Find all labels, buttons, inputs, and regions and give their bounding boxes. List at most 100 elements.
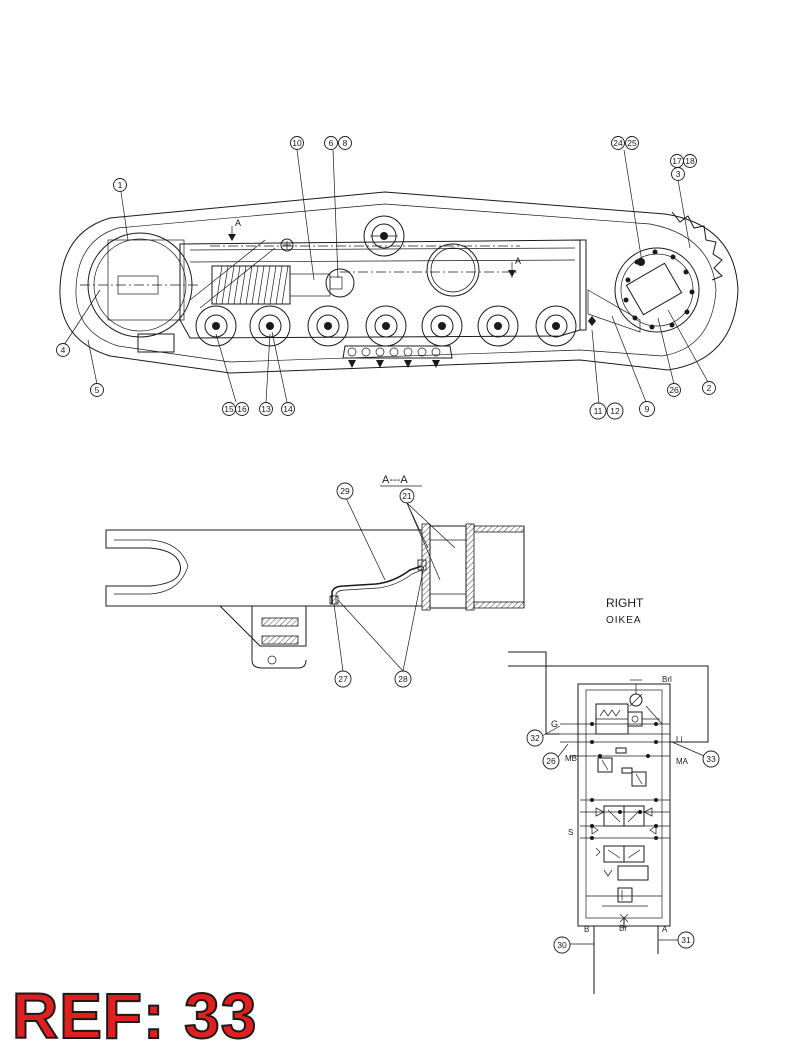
track-frame-view: A A: [59, 191, 739, 374]
callout-29: 29: [336, 482, 354, 500]
side-label: RIGHT: [606, 596, 644, 610]
callout-13: 13: [259, 402, 273, 416]
port-label-s: S: [568, 828, 573, 837]
callout-25: 25: [625, 136, 639, 150]
port-label-ma: MA: [676, 757, 689, 766]
track-roller: [477, 305, 519, 347]
svg-text:27: 27: [338, 674, 348, 684]
svg-text:17: 17: [672, 156, 682, 166]
track-roller: [249, 305, 291, 347]
side-label-alt: ΟΙΚΕΑ: [606, 615, 642, 626]
port-label-li: Li: [676, 735, 682, 744]
svg-text:2: 2: [707, 383, 712, 393]
track-roller: [195, 305, 237, 347]
svg-text:21: 21: [402, 491, 412, 501]
track-roller: [307, 305, 349, 347]
callout-28: 28: [394, 670, 412, 688]
svg-text:15: 15: [224, 404, 234, 414]
callout-12: 12: [606, 402, 624, 420]
reference-label: REF: 33: [11, 980, 258, 1052]
callout-16: 16: [235, 402, 249, 416]
svg-text:33: 33: [706, 754, 716, 764]
svg-text:18: 18: [685, 156, 695, 166]
frame-end-plate: [579, 239, 587, 331]
hydraulic-hose: [331, 565, 423, 604]
svg-text:12: 12: [610, 406, 620, 416]
track-frame-body: [179, 239, 581, 339]
callout-6: 6: [324, 136, 338, 150]
track-roller: [421, 305, 463, 347]
svg-text:32: 32: [530, 733, 540, 743]
top-callouts: 1 10 6 8 24 25 17 18 3 4 5 15 16 13 14 1…: [56, 136, 716, 420]
section-marker-left: A: [235, 218, 241, 228]
port-label-mb: MB: [565, 754, 577, 763]
section-block: [429, 525, 467, 609]
svg-text:25: 25: [627, 138, 637, 148]
svg-text:16: 16: [237, 404, 247, 414]
spool-valve-upper-right: [623, 805, 645, 827]
callout-31: 31: [677, 931, 695, 949]
callout-3: 3: [671, 167, 685, 181]
track-roller: [535, 305, 577, 347]
port-label-br: Br: [619, 924, 627, 933]
callout-4: 4: [56, 343, 70, 357]
callout-32: 32: [526, 729, 544, 747]
svg-text:26: 26: [546, 756, 556, 766]
svg-text:6: 6: [329, 138, 334, 148]
callout-17: 17: [670, 154, 684, 168]
section-marker-right: A: [515, 256, 521, 266]
callout-24: 24: [611, 136, 625, 150]
svg-text:9: 9: [645, 404, 650, 414]
svg-text:24: 24: [613, 138, 623, 148]
callout-15: 15: [222, 402, 236, 416]
svg-text:1: 1: [118, 180, 123, 190]
hydraulic-schematic: RIGHT ΟΙΚΕΑ: [508, 596, 720, 994]
svg-text:14: 14: [283, 404, 293, 414]
section-a-view: A---A 29 21 27 28: [105, 474, 525, 688]
callout-8: 8: [338, 136, 352, 150]
port-label-b: B: [584, 925, 589, 934]
svg-text:4: 4: [61, 345, 66, 355]
svg-text:26: 26: [669, 385, 679, 395]
track-roller: [365, 305, 407, 347]
svg-text:13: 13: [261, 404, 271, 414]
callout-27: 27: [334, 670, 352, 688]
callout-30: 30: [553, 936, 571, 954]
callout-14: 14: [281, 402, 295, 416]
svg-text:30: 30: [557, 940, 567, 950]
section-title: A---A: [382, 474, 408, 486]
callout-5: 5: [90, 383, 104, 397]
callout-21: 21: [399, 488, 415, 504]
callout-18: 18: [683, 154, 697, 168]
track-chain-outline: [59, 191, 739, 374]
callout-26-top: 26: [667, 383, 681, 397]
svg-text:31: 31: [681, 935, 691, 945]
schematic-outer-frame: [577, 683, 671, 927]
track-chain-inner: [75, 203, 717, 363]
svg-text:11: 11: [594, 406, 603, 416]
port-label-brl: Brl: [662, 675, 672, 684]
svg-text:10: 10: [292, 138, 302, 148]
track-rollers: [195, 305, 577, 347]
svg-text:28: 28: [398, 674, 408, 684]
track-frame-tube: [105, 529, 422, 607]
callout-2: 2: [702, 381, 716, 395]
port-label-a: A: [662, 925, 668, 934]
top-leader-lines: [63, 149, 709, 405]
mount-bracket: [219, 605, 307, 647]
frame-port: [426, 243, 480, 297]
callout-10: 10: [290, 136, 304, 150]
sprocket-travel-motor: [614, 211, 723, 333]
carrier-roller: [363, 215, 405, 257]
callout-26-schematic: 26: [542, 752, 560, 770]
svg-text:8: 8: [343, 138, 348, 148]
callout-33: 33: [702, 750, 720, 768]
callout-1: 1: [113, 178, 127, 192]
callout-9: 9: [639, 401, 655, 417]
port-label-g: G: [551, 719, 558, 729]
svg-text:5: 5: [95, 385, 100, 395]
track-guard: [137, 333, 175, 353]
callout-11: 11: [589, 402, 607, 420]
